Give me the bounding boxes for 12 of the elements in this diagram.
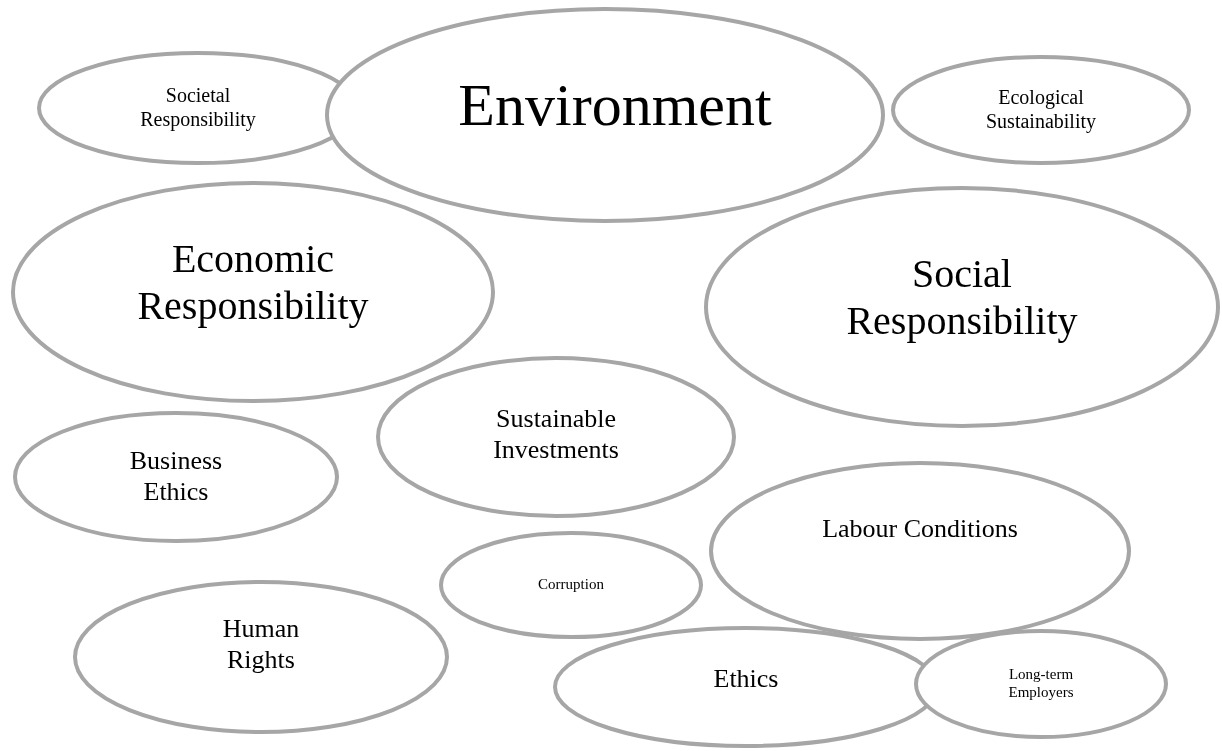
node-label: Ethics	[712, 663, 780, 695]
node-label: Long-term Employers	[1007, 666, 1075, 702]
node-label: Corruption	[537, 576, 605, 594]
node-label: Business Ethics	[128, 446, 224, 508]
node-label: Economic Responsibility	[136, 234, 370, 330]
node-label: Environment	[457, 70, 773, 140]
node-label: Social Responsibility	[845, 249, 1079, 345]
node-label: Ecological Sustainability	[985, 86, 1097, 134]
node-label: Human Rights	[221, 614, 301, 676]
node-label: Societal Responsibility	[139, 84, 257, 132]
node-label: Labour Conditions	[821, 513, 1019, 545]
node-label: Sustainable Investments	[492, 404, 620, 466]
